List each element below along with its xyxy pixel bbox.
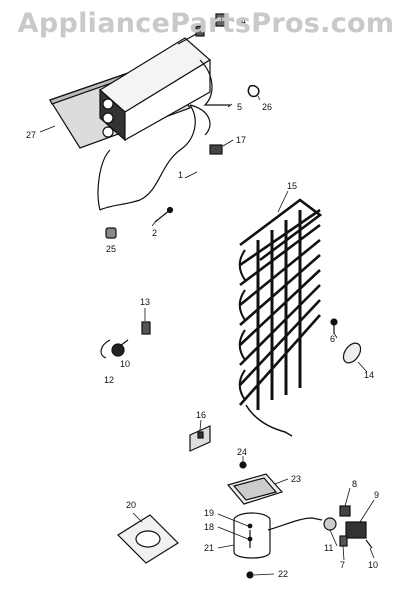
label-1: 1 [178, 170, 183, 180]
label-25: 25 [106, 244, 116, 254]
label-10: 10 [368, 560, 378, 570]
base-plate-20 [117, 514, 179, 564]
label-9: 9 [374, 490, 379, 500]
label-15: 15 [287, 181, 297, 191]
tube-loop-1 [97, 104, 196, 211]
label-21: 21 [204, 543, 214, 553]
label-5: 5 [237, 102, 242, 112]
start-relay-assembly [267, 505, 373, 549]
fitting-2 [154, 206, 174, 223]
label-7: 7 [340, 560, 345, 570]
label-6: 6 [330, 334, 335, 344]
label-4: 4 [241, 16, 246, 26]
label-24: 24 [237, 447, 247, 457]
power-cord-12 [100, 339, 129, 359]
label-17: 17 [236, 135, 246, 145]
label-22: 22 [278, 569, 288, 579]
label-19: 19 [204, 508, 214, 518]
label-23: 23 [291, 474, 301, 484]
label-20: 20 [126, 500, 136, 510]
label-27: 27 [26, 130, 36, 140]
clip-26 [247, 84, 260, 98]
label-26: 26 [262, 102, 272, 112]
capillary-tube-5 [199, 59, 230, 106]
bracket-4 [215, 13, 229, 27]
label-13: 13 [140, 297, 150, 307]
cover-14 [342, 342, 362, 364]
label-11: 11 [324, 543, 333, 553]
label-16: 16 [196, 410, 206, 420]
drain-pan-23 [226, 473, 284, 505]
grommet-25 [105, 227, 117, 239]
label-10-cord: 10 [120, 359, 130, 369]
label-14: 14 [364, 370, 374, 380]
label-8: 8 [352, 479, 357, 489]
compressor-21 [233, 512, 271, 559]
relay-13 [141, 321, 151, 335]
label-2: 2 [152, 228, 157, 238]
screw-6 [330, 318, 338, 334]
clamp-17 [209, 144, 223, 155]
nut-24 [239, 461, 247, 469]
label-18: 18 [204, 522, 214, 532]
label-12: 12 [104, 375, 114, 385]
leader-lines [39, 19, 375, 576]
evaporator-assembly [98, 25, 212, 142]
grommet-22 [246, 571, 254, 579]
part-labels: 27 4 5 26 17 1 2 25 15 13 6 12 10 14 16 … [26, 16, 379, 579]
condenser-coil-15 [238, 198, 323, 437]
bracket-16 [189, 425, 211, 452]
